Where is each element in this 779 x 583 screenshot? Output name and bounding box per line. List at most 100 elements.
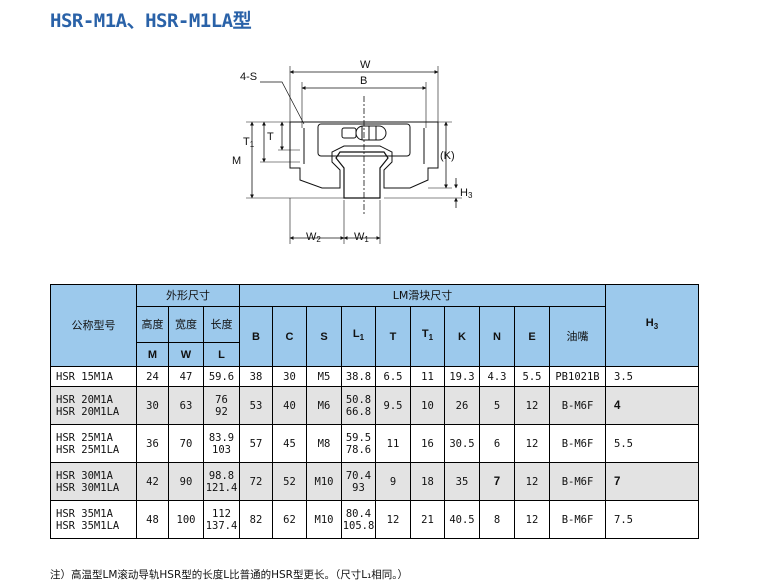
cell-grease: B-M6F	[549, 386, 606, 425]
cell-n: 4.3	[479, 366, 515, 387]
dim-s-label: 4-S	[240, 71, 257, 83]
footnote: 注）高温型LM滚动导轨HSR型的长度L比普通的HSR型更长。（尺寸L₁相同。）	[50, 569, 409, 581]
cell-c: 62	[272, 500, 307, 539]
header-lm: LM滑块尺寸	[239, 284, 606, 307]
header-s: S	[306, 306, 342, 367]
cell-t1: 16	[410, 424, 445, 463]
cell-t: 12	[375, 500, 411, 539]
cell-k: 40.5	[444, 500, 480, 539]
header-t1: T1	[410, 306, 445, 367]
cell-k: 35	[444, 462, 480, 501]
dim-h3-label: H3	[460, 187, 473, 200]
cell-t1: 11	[410, 366, 445, 387]
cell-m: 48	[136, 500, 169, 539]
cell-m: 36	[136, 424, 169, 463]
cell-c: 52	[272, 462, 307, 501]
cell-b: 53	[239, 386, 273, 425]
cell-b: 38	[239, 366, 273, 387]
dim-t1-label: T1	[243, 136, 255, 149]
cell-m: 30	[136, 386, 169, 425]
header-n: N	[479, 306, 515, 367]
header-grease: 油嘴	[549, 306, 606, 367]
dim-m-label: M	[232, 155, 241, 167]
cross-section-diagram: W B 4-S T1 T M (K) H3 W2 W1	[232, 59, 473, 244]
cell-w: 47	[168, 366, 204, 387]
cell-w: 90	[168, 462, 204, 501]
dim-k-label: (K)	[440, 150, 455, 162]
cell-c: 45	[272, 424, 307, 463]
header-height: 高度	[136, 306, 169, 343]
header-m: M	[136, 342, 169, 367]
cell-n: 7	[479, 462, 515, 501]
header-outer: 外形尺寸	[136, 284, 240, 307]
cell-e: 5.5	[514, 366, 550, 387]
cell-c: 40	[272, 386, 307, 425]
cell-t: 11	[375, 424, 411, 463]
cell-s: M5	[306, 366, 342, 387]
block-outline	[289, 121, 439, 189]
dim-b-label: B	[360, 75, 367, 87]
cell-h3: 3.5	[605, 366, 699, 387]
header-t: T	[375, 306, 411, 367]
header-length: 长度	[203, 306, 240, 343]
dim-w1-label: W1	[354, 231, 369, 244]
dim-w2-label: W2	[306, 231, 321, 244]
cell-h3: 7.5	[605, 500, 699, 539]
cell-model: HSR 15M1A	[50, 366, 137, 387]
page-title: HSR-M1A、HSR-M1LA型	[50, 10, 252, 32]
cell-k: 26	[444, 386, 480, 425]
cell-s: M10	[306, 500, 342, 539]
cell-t1: 21	[410, 500, 445, 539]
cell-h3: 7	[605, 462, 699, 501]
cell-l1: 38.8	[341, 366, 376, 387]
cell-w: 70	[168, 424, 204, 463]
cell-k: 19.3	[444, 366, 480, 387]
cell-n: 5	[479, 386, 515, 425]
cell-grease: B-M6F	[549, 462, 606, 501]
cell-s: M10	[306, 462, 342, 501]
dim-t-label: T	[267, 131, 274, 143]
cell-b: 57	[239, 424, 273, 463]
header-h3: H3	[605, 284, 699, 367]
cell-t: 6.5	[375, 366, 411, 387]
cell-w: 100	[168, 500, 204, 539]
cell-b: 82	[239, 500, 273, 539]
cell-t1: 18	[410, 462, 445, 501]
cell-e: 12	[514, 500, 550, 539]
cell-k: 30.5	[444, 424, 480, 463]
cell-e: 12	[514, 386, 550, 425]
cell-s: M6	[306, 386, 342, 425]
cell-s: M8	[306, 424, 342, 463]
cell-m: 42	[136, 462, 169, 501]
header-c: C	[272, 306, 307, 367]
cell-h3: 4	[605, 386, 699, 425]
cell-n: 6	[479, 424, 515, 463]
cell-t: 9	[375, 462, 411, 501]
header-width: 宽度	[168, 306, 204, 343]
cell-grease: PB1021B	[549, 366, 606, 387]
rail-outline	[335, 151, 389, 199]
header-model: 公称型号	[50, 284, 137, 367]
cell-l: 59.6	[203, 366, 240, 387]
header-b: B	[239, 306, 273, 367]
header-w: W	[168, 342, 204, 367]
header-l: L	[203, 342, 240, 367]
cell-w: 63	[168, 386, 204, 425]
cell-n: 8	[479, 500, 515, 539]
cell-e: 12	[514, 462, 550, 501]
header-k: K	[444, 306, 480, 367]
